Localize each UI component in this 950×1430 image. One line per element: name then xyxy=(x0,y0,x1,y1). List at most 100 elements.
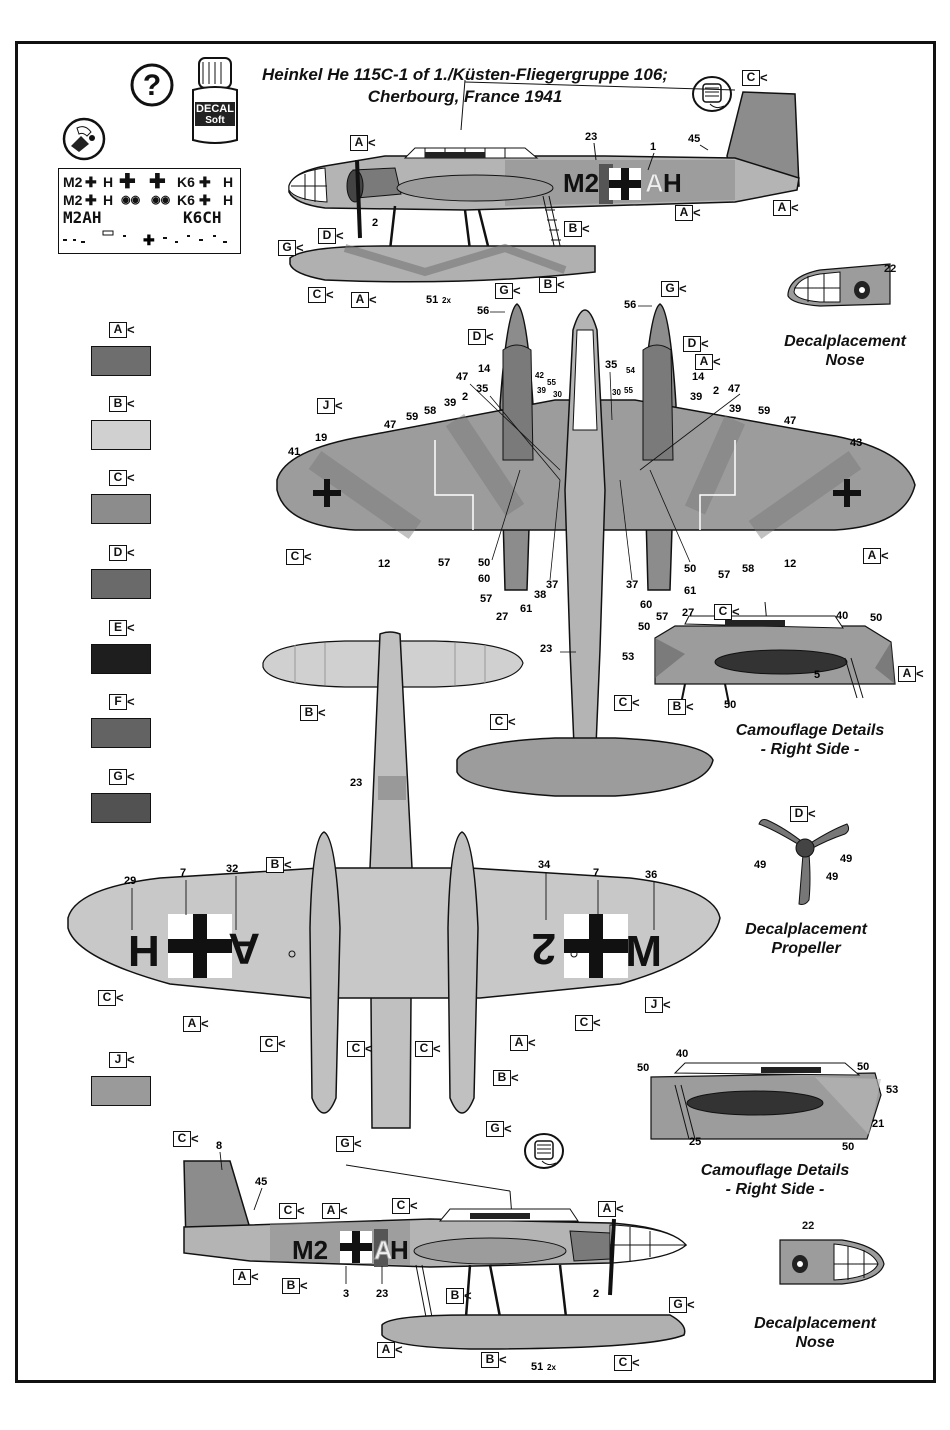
swatch-e-color xyxy=(91,644,151,674)
instruction-frame xyxy=(15,41,936,1383)
callout-14: 14 xyxy=(478,363,491,375)
caption-propeller: Decalplacement Propeller xyxy=(726,920,886,958)
decal-cross-icon: ✚ xyxy=(85,174,97,190)
callout-37: 37 xyxy=(626,579,638,591)
swatch-d: D< xyxy=(91,545,151,599)
aircraft-plan-view-top xyxy=(276,303,916,797)
camouflage-detail-top xyxy=(654,601,896,705)
thread-spool-icon xyxy=(524,1133,564,1169)
callout-2x: 2x xyxy=(442,296,451,305)
callout-53: 53 xyxy=(886,1084,898,1096)
callout-3: 3 xyxy=(343,1288,349,1300)
color-flag-c: C< xyxy=(714,604,748,620)
color-flag-c: C< xyxy=(614,695,648,711)
color-flag-c: C< xyxy=(415,1041,449,1057)
callout-2x: 2x xyxy=(547,1363,556,1372)
aircraft-plan-view-underside: H A 2 M xyxy=(67,631,721,1129)
decal-code: K6 xyxy=(177,192,195,208)
caption-camo-bottom-line-2: - Right Side - xyxy=(725,1181,825,1198)
decal-code: K6CH xyxy=(183,208,222,227)
swatch-b-flag: B< xyxy=(109,396,143,412)
callout-49: 49 xyxy=(840,853,852,865)
swatch-f-flag: F< xyxy=(109,694,143,710)
decal-sheet: M2 ✚ H ✚ ✚ K6 ✚ H M2 ✚ H ◉◉ ◉◉ K6 ✚ H M2… xyxy=(58,168,241,254)
callout-56: 56 xyxy=(477,305,489,317)
fuselage-code-left-2: M2 xyxy=(292,1235,328,1265)
callout-50: 50 xyxy=(684,563,696,575)
color-flag-c: C< xyxy=(279,1203,313,1219)
under-wing-cross-right-icon xyxy=(564,914,628,978)
color-flag-b: B< xyxy=(539,277,573,293)
fuselage-code-a: A xyxy=(645,168,664,198)
callout-2: 2 xyxy=(372,217,378,229)
caption-camo-top-line-2: - Right Side - xyxy=(760,741,860,758)
swatch-j-flag: J< xyxy=(109,1052,143,1068)
callout-36: 36 xyxy=(645,869,657,881)
caption-camo-bottom: Camouflage Details - Right Side - xyxy=(682,1161,868,1199)
balkenkreuz-icon xyxy=(340,1231,372,1263)
callout-1: 1 xyxy=(650,141,656,153)
callout-47: 47 xyxy=(784,415,796,427)
callout-45: 45 xyxy=(255,1176,267,1188)
question-mark-icon: ? xyxy=(130,63,174,107)
under-wing-cross-left-icon xyxy=(168,914,232,978)
callout-50: 50 xyxy=(637,1062,649,1074)
swatch-a: A< xyxy=(91,322,151,376)
decal-code: H xyxy=(223,192,234,208)
callout-51: 51 xyxy=(531,1361,543,1373)
color-flag-g: G< xyxy=(495,283,529,299)
callout-58: 58 xyxy=(742,563,754,575)
color-flag-a: A< xyxy=(322,1203,356,1219)
color-flag-d: D< xyxy=(318,228,352,244)
glue-icon xyxy=(62,117,106,161)
callout-55: 55 xyxy=(624,386,633,395)
swatch-c: C< xyxy=(91,470,151,524)
callout-2: 2 xyxy=(462,391,468,403)
color-flag-a: A< xyxy=(695,354,729,370)
decal-cross-icon: ✚ xyxy=(199,192,211,208)
swatch-c-flag: C< xyxy=(109,470,143,486)
callout-29: 29 xyxy=(124,875,136,887)
callout-43: 43 xyxy=(850,437,862,449)
callout-47: 47 xyxy=(728,383,740,395)
aircraft-side-view-right: M2 A H xyxy=(183,1160,688,1350)
svg-text:✚: ✚ xyxy=(143,232,155,248)
callout-45: 45 xyxy=(688,133,700,145)
decal-sheet-small-items: ✚ xyxy=(63,230,227,248)
callout-25: 25 xyxy=(689,1136,701,1148)
color-flag-d: D< xyxy=(468,329,502,345)
callout-57: 57 xyxy=(438,557,450,569)
callout-7: 7 xyxy=(180,867,186,879)
color-flag-a: A< xyxy=(675,205,709,221)
callout-50: 50 xyxy=(638,621,650,633)
decal-bottle-line-2: Soft xyxy=(205,115,225,126)
svg-text:?: ? xyxy=(143,69,161,102)
thread-spool-icon xyxy=(692,76,732,112)
under-wing-code-m: M xyxy=(625,927,662,976)
color-flag-j: J< xyxy=(317,398,351,414)
balkenkreuz-icon xyxy=(609,168,641,200)
callout-49: 49 xyxy=(754,859,766,871)
callout-23: 23 xyxy=(540,643,552,655)
color-flag-c: C< xyxy=(98,990,132,1006)
callout-50: 50 xyxy=(724,699,736,711)
color-flag-c: C< xyxy=(490,714,524,730)
swatch-c-color xyxy=(91,494,151,524)
propeller-diagram xyxy=(758,819,850,905)
color-flag-b: B< xyxy=(481,1352,515,1368)
decal-emblem-icon: ◉◉ xyxy=(121,194,141,206)
decal-cross-icon: ✚ xyxy=(149,171,166,193)
color-flag-c: C< xyxy=(308,287,342,303)
swatch-e: E< xyxy=(91,620,151,674)
callout-47: 47 xyxy=(384,419,396,431)
under-wing-code-h: H xyxy=(128,927,160,976)
callout-50: 50 xyxy=(857,1061,869,1073)
decal-bottle-line-1: DECAL xyxy=(196,103,234,115)
swatch-a-flag: A< xyxy=(109,322,143,338)
callout-30: 30 xyxy=(553,390,562,399)
caption-propeller-line-1: Decalplacement xyxy=(745,921,867,938)
callout-57: 57 xyxy=(480,593,492,605)
